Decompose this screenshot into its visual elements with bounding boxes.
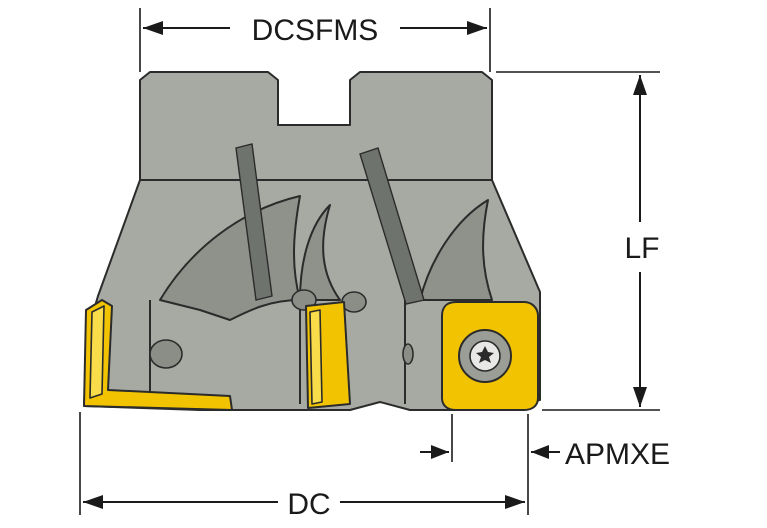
lf-label: LF	[624, 232, 659, 265]
apmxe-arrow-right	[531, 445, 549, 459]
dimension-dcsfms: DCSFMS	[139, 8, 491, 72]
chip-pocket-right	[419, 199, 493, 301]
lf-arrow-bottom	[633, 387, 647, 407]
insert-center-edge	[309, 309, 323, 405]
chip-pocket-right-2	[299, 204, 341, 301]
hole-right-small	[402, 343, 414, 365]
insert-left-edge	[89, 305, 105, 399]
hole-left	[149, 339, 183, 369]
dimension-lf: LF	[496, 71, 660, 411]
coolant-channel-left	[235, 143, 273, 301]
dimension-dc: DC	[79, 412, 529, 521]
dcsfms-arrow-right	[467, 21, 487, 35]
dcsfms-label: DCSFMS	[252, 14, 379, 47]
dc-label: DC	[287, 488, 330, 521]
dcsfms-arrow-left	[143, 21, 163, 35]
dc-arrow-left	[83, 495, 103, 509]
dc-arrow-right	[505, 495, 525, 509]
apmxe-label: APMXE	[565, 438, 670, 471]
lf-arrow-top	[633, 75, 647, 95]
insert-screw-torx	[476, 346, 494, 363]
apmxe-arrow-left	[431, 445, 449, 459]
shank	[139, 71, 493, 181]
dimension-apmxe: APMXE	[420, 414, 670, 471]
coolant-channel-right	[359, 147, 425, 305]
inserts	[83, 299, 539, 411]
hole-center	[341, 291, 367, 313]
